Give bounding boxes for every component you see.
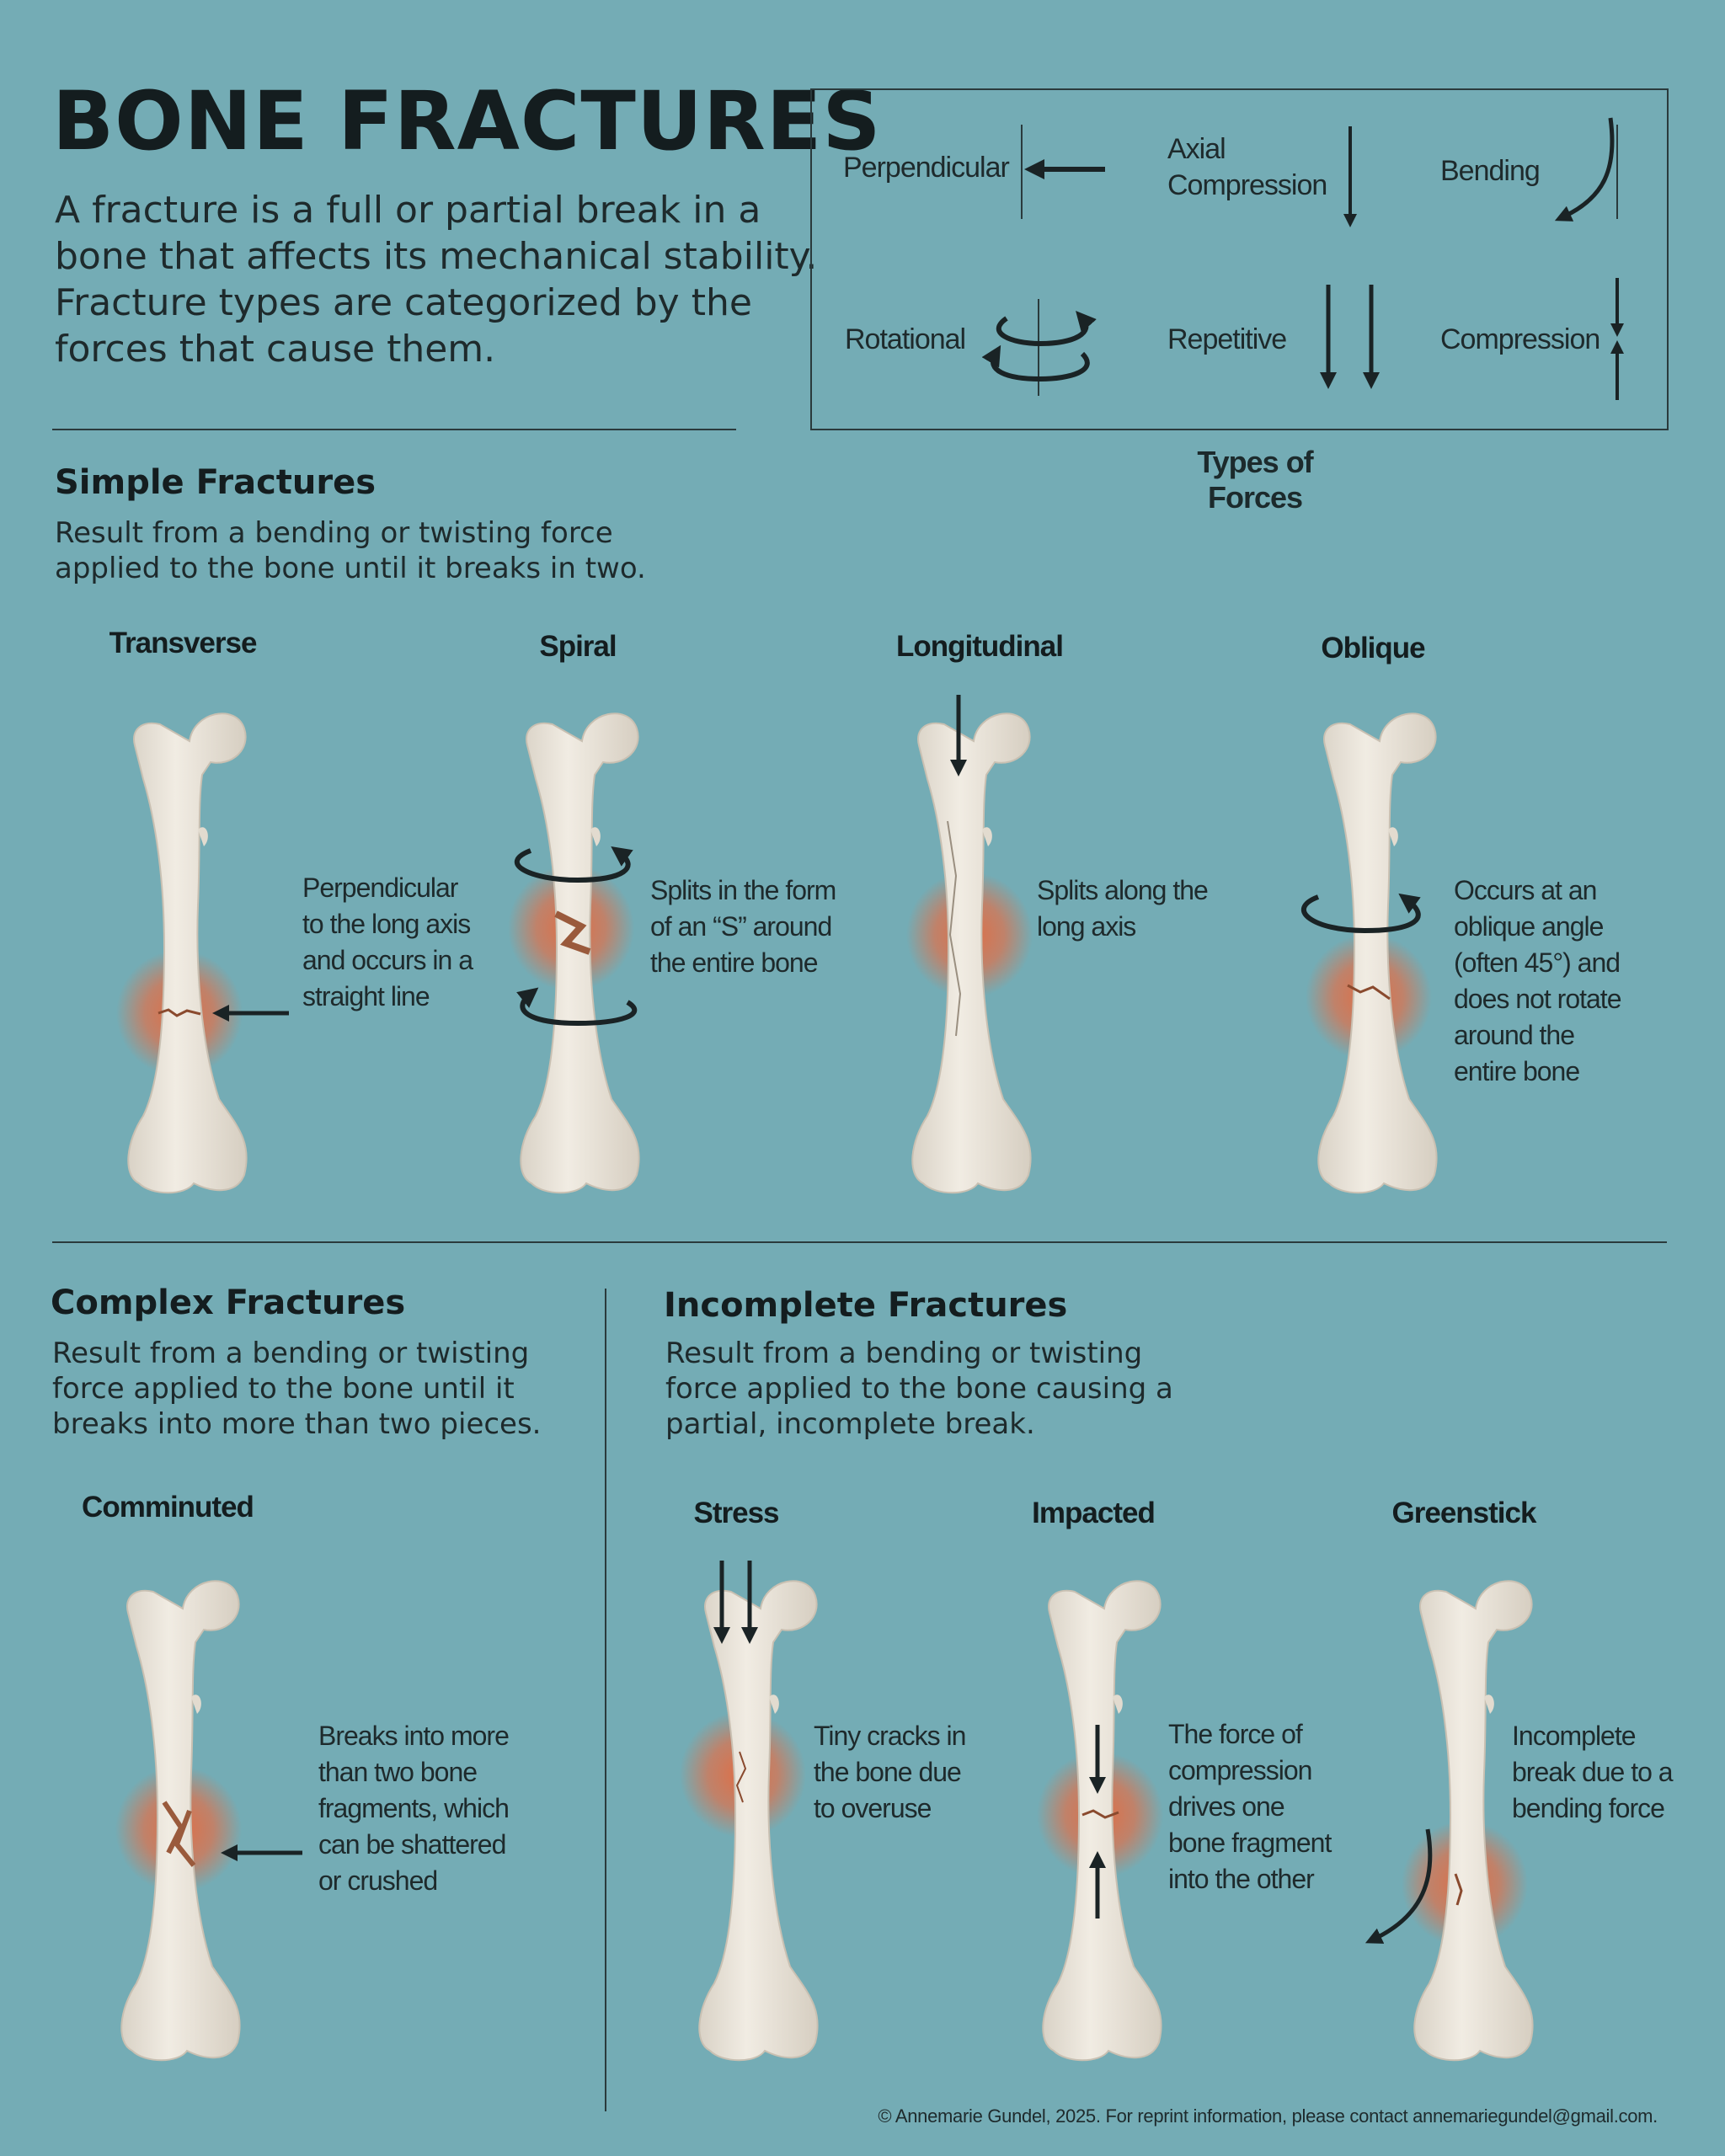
complex-heading: Complex Fractures	[51, 1283, 406, 1322]
desc-impacted: The force of compression drives one bone…	[1168, 1719, 1332, 1894]
forces-caption: Types of Forces	[1197, 445, 1313, 515]
desc-comminuted: Breaks into more than two bone fragments…	[318, 1721, 510, 1896]
forces-icons	[981, 117, 1624, 400]
bone-force-arrows	[212, 695, 1433, 1944]
column-divider	[605, 1289, 606, 2111]
section-divider	[52, 1241, 1667, 1243]
label-comminuted: Comminuted	[82, 1491, 254, 1524]
desc-stress: Tiny cracks in the bone due to overuse	[814, 1721, 966, 1823]
desc-spiral: Splits in the form of an “S” around the …	[650, 875, 836, 978]
forces-legend-box	[810, 88, 1669, 430]
bone-transverse	[127, 712, 248, 1194]
desc-transverse: Perpendicular to the long axis and occur…	[302, 873, 473, 1011]
intro-text: A fracture is a full or partial break in…	[55, 189, 818, 371]
force-axial-label-2: Compression	[1167, 169, 1327, 201]
page-title: BONE FRACTURES	[52, 74, 882, 168]
desc-oblique: Occurs at an oblique angle (often 45°) a…	[1454, 875, 1621, 1086]
complex-description: Result from a bending or twisting force …	[52, 1337, 542, 1441]
label-spiral: Spiral	[539, 630, 617, 663]
desc-longitudinal: Splits along the long axis	[1037, 875, 1209, 942]
copyright-footer: © Annemarie Gundel, 2025. For reprint in…	[878, 2105, 1658, 2127]
label-stress: Stress	[693, 1497, 779, 1529]
force-axial-label: Axial	[1167, 133, 1226, 165]
force-bending-label: Bending	[1440, 155, 1541, 187]
label-transverse: Transverse	[109, 627, 258, 659]
incomplete-description: Result from a bending or twisting force …	[665, 1337, 1173, 1441]
double-down-arrow-icon	[1320, 285, 1380, 389]
simple-description: Result from a bending or twisting force …	[55, 516, 646, 585]
label-greenstick: Greenstick	[1391, 1497, 1537, 1529]
fracture-lines	[158, 820, 1463, 1906]
simple-heading: Simple Fractures	[55, 463, 377, 502]
force-repetitive-label: Repetitive	[1167, 323, 1287, 355]
curved-arrow-icon	[1554, 117, 1615, 221]
divider	[52, 429, 736, 430]
force-rotational-label: Rotational	[845, 323, 966, 355]
label-longitudinal: Longitudinal	[896, 630, 1064, 663]
force-perpendicular-label: Perpendicular	[843, 152, 1010, 184]
force-compression-label: Compression	[1440, 323, 1600, 355]
incomplete-heading: Incomplete Fractures	[664, 1286, 1068, 1325]
desc-greenstick: Incomplete break due to a bending force	[1512, 1721, 1674, 1823]
rotation-icon	[981, 310, 1097, 382]
label-impacted: Impacted	[1032, 1497, 1156, 1529]
label-oblique: Oblique	[1321, 632, 1425, 664]
